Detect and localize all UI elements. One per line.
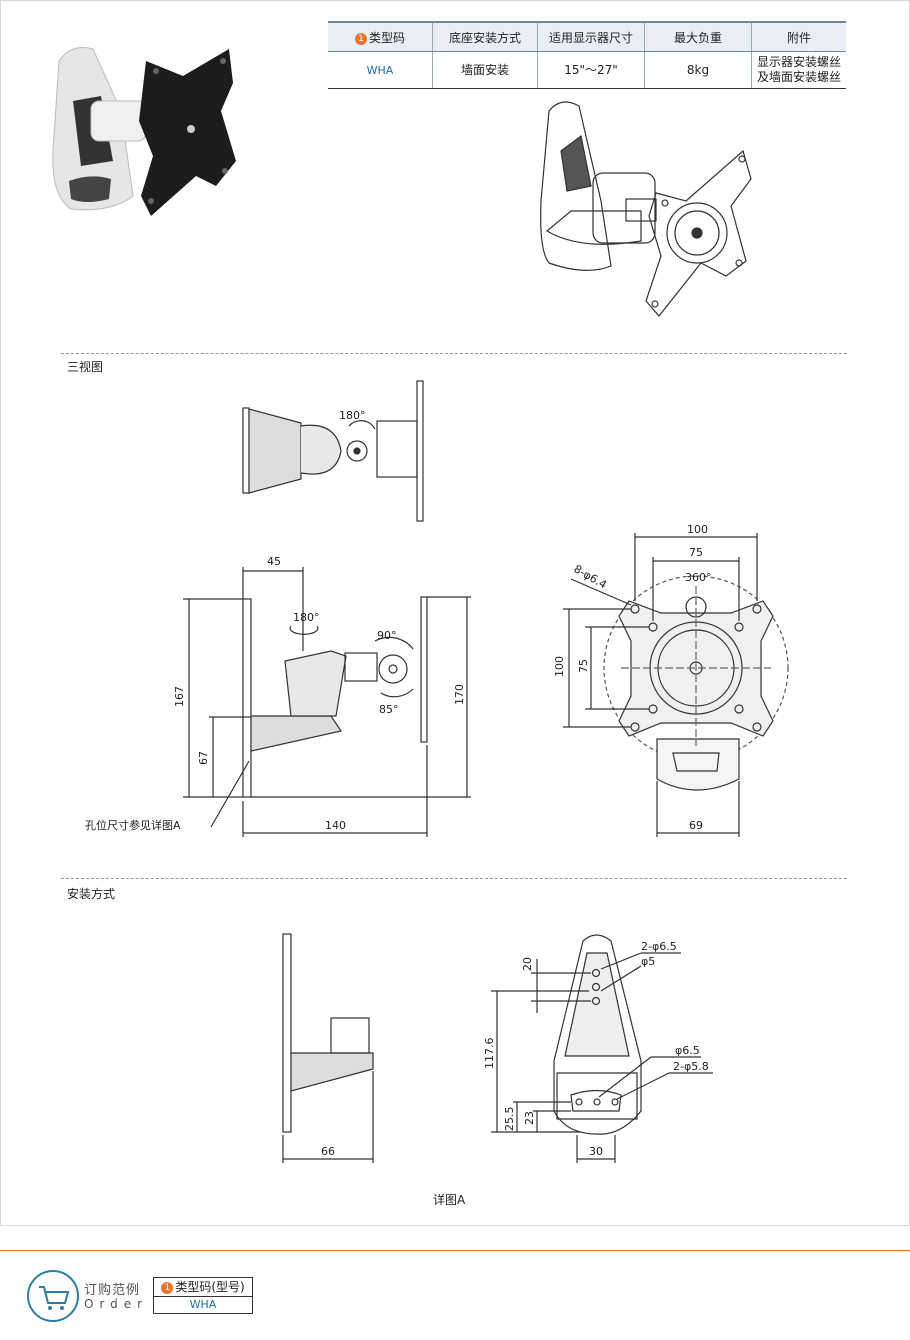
dim-front-rotation: 360° (685, 571, 712, 584)
cell-accessory: 显示器安装螺丝及墙面安装螺丝 (751, 51, 846, 89)
col-max-load: 最大负重 (644, 21, 752, 52)
dim-height-170: 170 (453, 684, 466, 705)
order-title-cn: 订购范例 (84, 1283, 141, 1298)
dim-detail-2-6.5: 2-φ6.5 (641, 940, 677, 953)
cell-type-code: WHA (328, 51, 433, 89)
dim-detail-6.5: φ6.5 (675, 1044, 700, 1057)
dim-depth-140: 140 (325, 819, 346, 832)
hole-size-note: 孔位尺寸参见详图A (85, 818, 181, 832)
dim-detail-25.5: 25.5 (503, 1107, 516, 1132)
order-title-en: Order (84, 1297, 149, 1311)
section-title-install: 安装方式 (67, 887, 116, 901)
product-photo (52, 47, 236, 216)
dim-tilt-down: 85° (379, 703, 399, 716)
cell-max-load: 8kg (644, 51, 752, 89)
dim-tilt-up: 90° (377, 629, 397, 642)
badge-number: 1 (161, 1282, 174, 1294)
dim-detail-2-5.8: 2-φ5.8 (673, 1060, 709, 1073)
dim-front-100-side: 100 (553, 656, 566, 677)
badge-number: 1 (354, 32, 367, 45)
dim-front-69: 69 (689, 819, 703, 832)
dim-mount-66: 66 (321, 1145, 335, 1158)
spec-table-row: WHA 墙面安装 15"～27" 8kg 显示器安装螺丝及墙面安装螺丝 (328, 51, 846, 89)
dim-height-67: 67 (197, 751, 210, 765)
dim-front-75-side: 75 (577, 659, 590, 673)
col-base-mount: 底座安装方式 (432, 21, 538, 52)
front-view (563, 533, 789, 837)
detail-a-caption: 详图A (433, 1193, 466, 1207)
dim-detail-30: 30 (589, 1145, 603, 1158)
dim-detail-117.6: 117.6 (483, 1038, 496, 1070)
cell-monitor-size: 15"～27" (537, 51, 645, 89)
dim-detail-5: φ5 (641, 955, 655, 968)
dim-front-75-top: 75 (689, 546, 703, 559)
dim-height-167: 167 (173, 686, 186, 707)
dim-detail-20: 20 (521, 957, 534, 971)
technical-drawings: 180° 45 180° 90° 85° 167 67 170 1 (52, 47, 789, 1163)
isometric-drawing (540, 101, 752, 317)
section-divider (61, 878, 847, 879)
dim-side-45: 45 (267, 555, 281, 568)
dim-front-100-top: 100 (687, 523, 708, 536)
cart-icon (27, 1270, 79, 1322)
install-side-view (282, 933, 374, 1163)
top-view (242, 380, 424, 522)
dim-detail-23: 23 (523, 1111, 536, 1125)
dim-side-rotation: 180° (293, 611, 320, 624)
dim-top-rotation: 180° (339, 409, 366, 422)
col-monitor-size: 适用显示器尺寸 (537, 21, 645, 52)
section-title-three-view: 三视图 (67, 360, 104, 374)
order-code-value: WHA (189, 1298, 217, 1311)
side-view (183, 567, 471, 837)
cell-base-mount: 墙面安装 (432, 51, 538, 89)
detail-a-view (491, 934, 713, 1163)
col-accessory: 附件 (751, 21, 846, 52)
section-divider (61, 353, 847, 354)
